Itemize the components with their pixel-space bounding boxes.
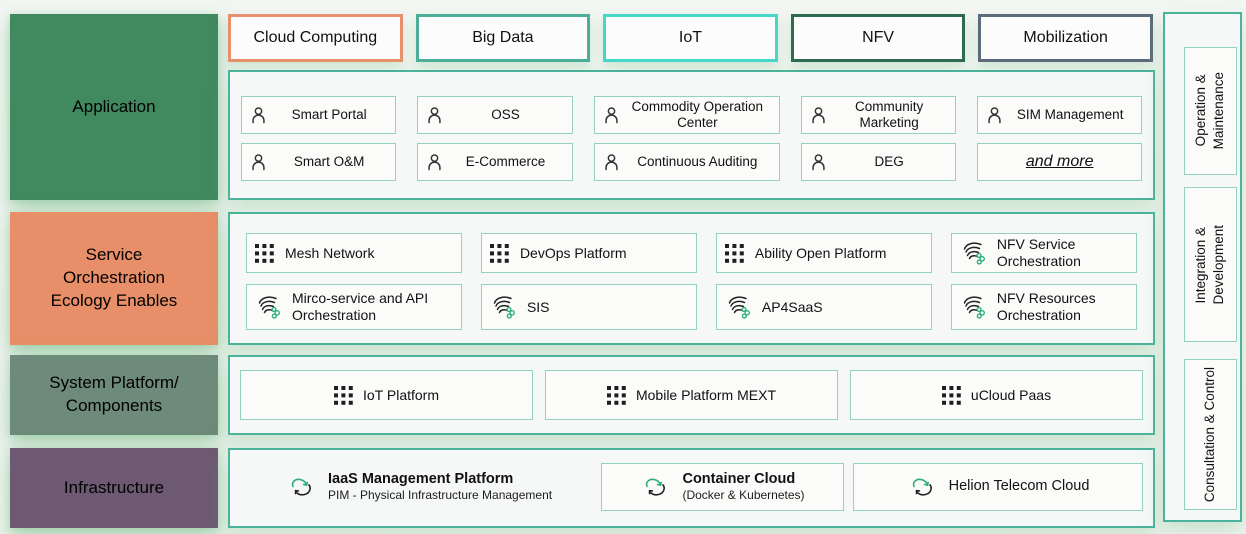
app-item-label: OSS (491, 107, 520, 123)
infrastructure-panel: IaaS Management Platform PIM - Physical … (228, 448, 1155, 528)
orch-item-label: Mirco-service and API Orchestration (292, 290, 429, 323)
grid-icon (942, 386, 961, 405)
grid-icon (334, 386, 353, 405)
grid-icon (255, 244, 274, 263)
infra-item-title: Container Cloud (682, 470, 796, 487)
app-item-deg: DEG (801, 143, 957, 181)
orch-item-ap4saas: AP4SaaS (715, 284, 932, 330)
platform-item-mobile-platform-mext: Mobile Platform MEXT (545, 370, 838, 420)
app-item-label: E-Commerce (465, 154, 546, 170)
orch-item-label: SIS (526, 298, 550, 315)
person-icon (424, 152, 445, 173)
orchestration-swirl-icon (960, 294, 986, 320)
app-item-label: DEG (874, 154, 904, 170)
orch-item-label: Mesh Network (285, 244, 375, 261)
orch-item-sis: SIS (480, 284, 697, 330)
platform-item-label: uCloud Paas (970, 386, 1052, 403)
row-label-service-orchestration: Service Orchestration Ecology Enables (10, 212, 218, 345)
orch-item-label: Ability Open Platform (754, 244, 887, 261)
app-item-community-marketing: Community Marketing (801, 96, 957, 134)
person-icon (248, 105, 269, 126)
application-panel: Smart Portal OSS Commodity Operation Cen… (228, 70, 1155, 200)
chip-cloud-computing: Cloud Computing (228, 14, 403, 62)
chip-iot: IoT (603, 14, 778, 62)
person-icon (808, 105, 829, 126)
app-item-e-commerce: E-Commerce (417, 143, 573, 181)
infra-item-iaas-management: IaaS Management Platform PIM - Physical … (240, 463, 592, 511)
person-icon (248, 152, 269, 173)
orch-item-label: DevOps Platform (519, 244, 627, 261)
app-item-oss: OSS (417, 96, 573, 134)
app-item-and-more: and more (977, 143, 1142, 181)
orch-item-label: NFV Service Orchestration (996, 236, 1081, 269)
infra-item-subtitle: PIM - Physical Infrastructure Management (328, 488, 553, 503)
app-item-sim-management: SIM Management (977, 96, 1142, 134)
app-item-label: Continuous Auditing (637, 154, 758, 170)
orchestration-swirl-icon (960, 240, 986, 266)
infra-item-subtitle: (Docker & Kubernetes) (682, 488, 805, 503)
orch-item-microservice-api-orchestration: Mirco-service and API Orchestration (246, 284, 462, 330)
orch-item-label: AP4SaaS (761, 298, 823, 315)
grid-icon (490, 244, 509, 263)
sidebar-item-label: Integration & Development (1193, 224, 1227, 305)
cloud-sync-icon (907, 476, 937, 499)
orch-item-ability-open-platform: Ability Open Platform (715, 233, 932, 273)
orch-item-nfv-service-orchestration: NFV Service Orchestration (950, 233, 1137, 273)
person-icon (601, 152, 622, 173)
orchestration-swirl-icon (255, 294, 281, 320)
platform-item-iot-platform: IoT Platform (240, 370, 533, 420)
person-icon (424, 105, 445, 126)
app-item-continuous-auditing: Continuous Auditing (593, 143, 781, 181)
chip-mobilization: Mobilization (978, 14, 1153, 62)
app-item-label: SIM Management (1016, 107, 1124, 123)
sidebar-item-label: Operation & Maintenance (1193, 72, 1227, 150)
chip-nfv: NFV (790, 14, 966, 62)
grid-icon (607, 386, 626, 405)
app-item-smart-oandm: Smart O&M (241, 143, 397, 181)
and-more-label: and more (1025, 152, 1094, 170)
person-icon (601, 105, 622, 126)
grid-icon (725, 244, 744, 263)
app-item-commodity-operation-center: Commodity Operation Center (593, 96, 781, 134)
infra-item-title: Helion Telecom Cloud (948, 478, 1090, 495)
orchestration-swirl-icon (725, 294, 751, 320)
sidebar-item-consultation-control: Consultation & Control (1184, 359, 1237, 510)
app-item-label: Smart O&M (293, 154, 365, 170)
infra-item-container-cloud: Container Cloud (Docker & Kubernetes) (601, 463, 844, 511)
technology-chip-row: Cloud Computing Big Data IoT NFV Mobiliz… (228, 14, 1153, 62)
person-icon (808, 152, 829, 173)
sidebar-item-operation-maintenance: Operation & Maintenance (1184, 47, 1237, 175)
service-orchestration-panel: Mesh Network DevOps Platform Ability Ope… (228, 212, 1155, 345)
lifecycle-sidebar: Operation & Maintenance Integration & De… (1163, 12, 1242, 522)
sidebar-item-label: Consultation & Control (1202, 366, 1218, 503)
chip-big-data: Big Data (415, 14, 591, 62)
orch-item-mesh-network: Mesh Network (246, 233, 462, 273)
orch-item-devops-platform: DevOps Platform (480, 233, 697, 273)
orchestration-swirl-icon (490, 294, 516, 320)
person-icon (984, 105, 1005, 126)
system-platform-panel: IoT Platform Mobile Platform MEXT uCloud… (228, 355, 1155, 435)
row-label-infrastructure: Infrastructure (10, 448, 218, 528)
infra-item-title: IaaS Management Platform (328, 470, 514, 487)
row-label-system-platform: System Platform/ Components (10, 355, 218, 435)
orch-item-nfv-resources-orchestration: NFV Resources Orchestration (950, 284, 1137, 330)
app-item-label: Community Marketing (855, 99, 924, 130)
app-item-label: Commodity Operation Center (631, 99, 763, 130)
platform-item-ucloud-paas: uCloud Paas (850, 370, 1143, 420)
sidebar-item-integration-development: Integration & Development (1184, 187, 1237, 342)
app-item-label: Smart Portal (291, 107, 367, 123)
cloud-sync-icon (640, 476, 670, 499)
app-item-smart-portal: Smart Portal (241, 96, 397, 134)
cloud-sync-icon (286, 476, 316, 499)
infra-item-helion-telecom-cloud: Helion Telecom Cloud (853, 463, 1143, 511)
platform-item-label: IoT Platform (363, 386, 439, 403)
platform-item-label: Mobile Platform MEXT (635, 386, 777, 403)
row-label-application: Application (10, 14, 218, 200)
orch-item-label: NFV Resources Orchestration (996, 290, 1096, 323)
